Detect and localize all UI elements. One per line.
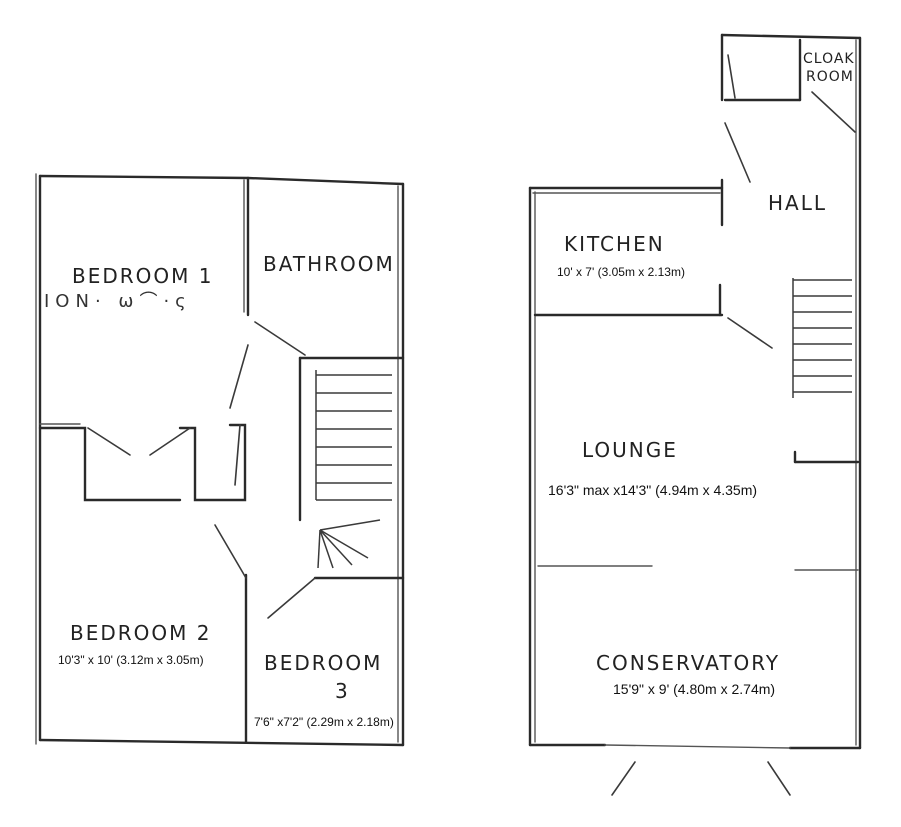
first-floor-doors xyxy=(87,321,316,619)
bedroom3-label: BEDROOM xyxy=(264,651,382,675)
ground-floor-plan: CLOAK ROOM HALL KITCHEN 10' x 7' (3.05m … xyxy=(528,33,862,796)
kitchen-label: KITCHEN xyxy=(564,232,665,256)
cloakroom-label-line2: ROOM xyxy=(806,69,854,85)
ground-floor-internal-walls xyxy=(533,38,860,571)
first-floor-staircase xyxy=(315,370,392,569)
bedroom3-number: 3 xyxy=(335,679,350,703)
bedroom2-dimensions: 10'3" x 10' (3.12m x 3.05m) xyxy=(58,653,204,667)
first-floor-internal-walls xyxy=(38,176,405,744)
bedroom3-dimensions: 7'6" x7'2" (2.29m x 2.18m) xyxy=(254,715,394,729)
ground-floor-staircase xyxy=(792,278,852,398)
kitchen-dimensions: 10' x 7' (3.05m x 2.13m) xyxy=(557,265,685,279)
cloakroom-label: CLOAK xyxy=(803,51,855,67)
first-floor-outer-walls xyxy=(35,173,405,747)
bedroom1-scrawl: ΙΟΝ· ω⌒·ς xyxy=(44,291,192,312)
ground-floor-doors xyxy=(611,54,856,796)
bedroom2-label: BEDROOM 2 xyxy=(70,621,211,645)
first-floor-plan: BEDROOM 1 ΙΟΝ· ω⌒·ς BATHROOM BEDROOM 2 1… xyxy=(35,173,405,747)
lounge-label: LOUNGE xyxy=(582,438,678,462)
lounge-dimensions: 16'3" max x14'3" (4.94m x 4.35m) xyxy=(548,482,757,498)
ground-floor-outer-walls xyxy=(528,33,862,750)
hall-label: HALL xyxy=(768,191,827,215)
bathroom-label: BATHROOM xyxy=(263,252,395,276)
conservatory-label: CONSERVATORY xyxy=(596,651,780,675)
conservatory-dimensions: 15'9" x 9' (4.80m x 2.74m) xyxy=(613,681,775,697)
bedroom1-label: BEDROOM 1 xyxy=(72,264,213,288)
